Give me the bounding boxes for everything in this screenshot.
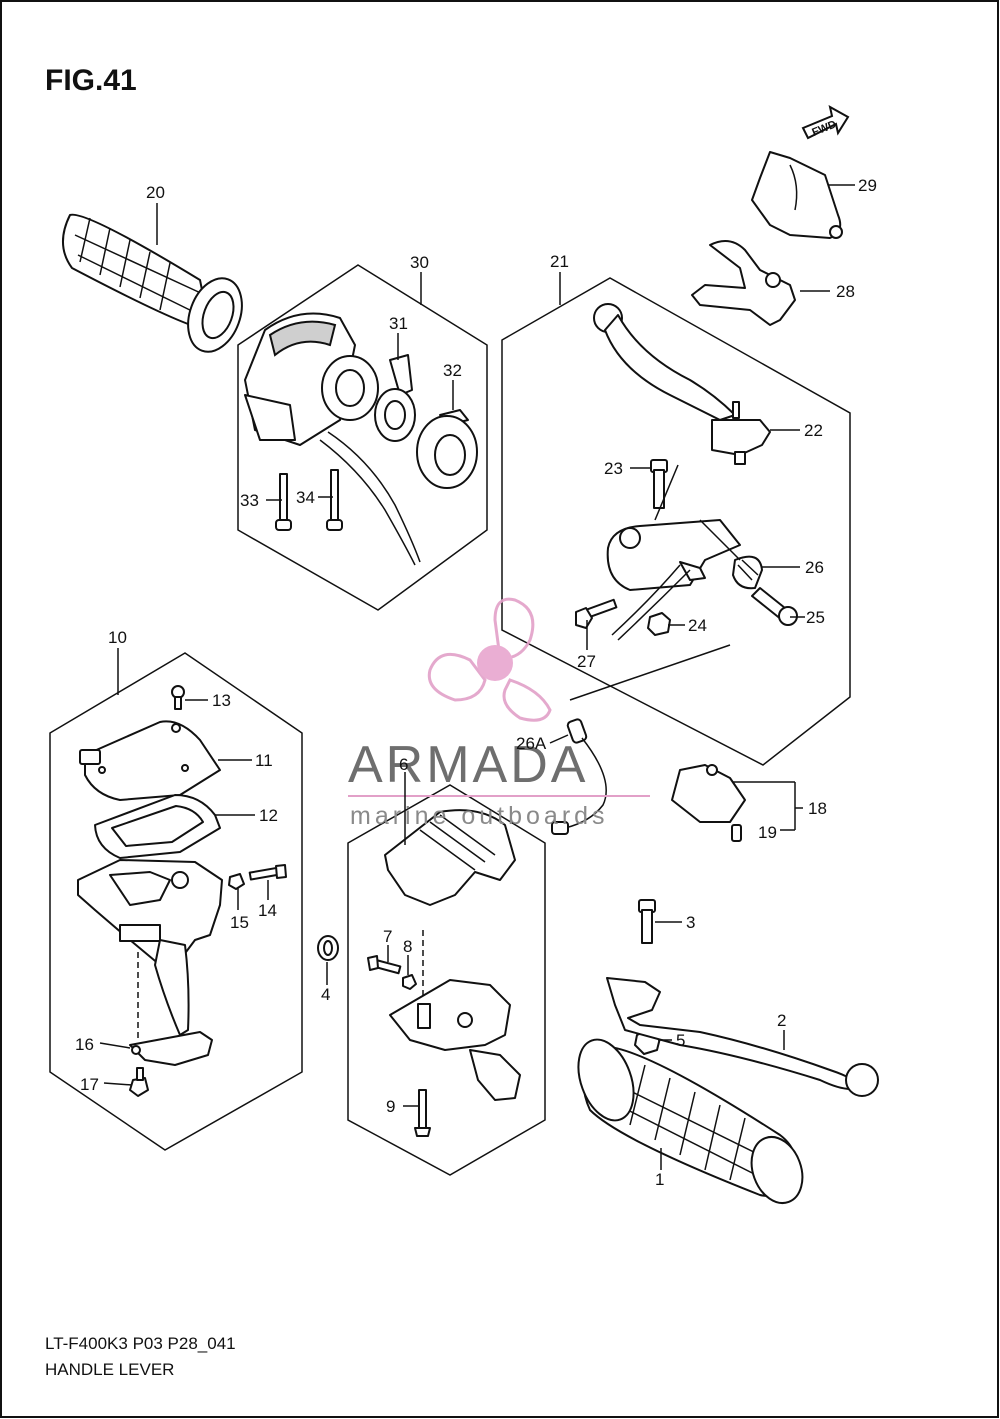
switch-collar-part [416,409,478,489]
callout-4: 4 [321,985,330,1004]
callout-23: 23 [604,459,623,478]
screw-33-part [275,473,292,531]
handlebar-switch-part [244,312,421,566]
callout-18: 18 [808,799,827,818]
bolt-27-part [575,598,618,629]
switch-assembly-box-30 [237,264,488,611]
watermark-brand: ARMADA [348,736,588,794]
callout-28: 28 [836,282,855,301]
callout-30: 30 [410,253,429,272]
armada-logo [427,597,552,722]
fwd-label: FWD [810,118,838,139]
callout-5: 5 [676,1031,685,1050]
callout-7: 7 [383,927,392,946]
housing-10-part [77,859,223,1036]
callout-9: 9 [386,1097,395,1116]
callout-31: 31 [389,314,408,333]
cover-11-part [79,720,221,801]
cable-adjuster-part [611,564,691,641]
switch-18-part [671,764,746,823]
grip-left-part [62,213,243,353]
connector-26a-part [551,718,607,835]
screw-19-part [731,824,742,842]
callout-12: 12 [259,806,278,825]
brake-lever-part [593,303,736,421]
callout-22: 22 [804,421,823,440]
brake-lever-box-21 [501,277,851,766]
callout-2: 2 [777,1011,786,1030]
screw-14-part [248,864,287,881]
leader-lines [99,184,855,1170]
forward-arrow-icon: FWD [801,105,850,140]
callout-27: 27 [577,652,596,671]
callout-15: 15 [230,913,249,932]
callout-6: 6 [399,755,408,774]
lower-case-part [389,979,521,1101]
gasket-12-part [94,794,221,859]
bracket-28-part [691,240,796,326]
callout-17: 17 [80,1075,99,1094]
lever-bracket-part [711,401,771,465]
callout-20: 20 [146,183,165,202]
washer-15-part [228,873,245,890]
switch-26-part [732,555,763,590]
screw-17-part [129,1067,149,1097]
lever-2-part [606,977,879,1097]
throttle-housing-box-10 [49,652,303,1151]
callout-26: 26 [805,558,824,577]
screw-13-part [171,685,185,710]
brake-lever-holder-part [606,519,741,591]
screw-9-part [414,1089,431,1137]
callout-32: 32 [443,361,462,380]
callout-26a: 26A [516,734,547,753]
callout-34: 34 [296,488,315,507]
callout-labels: 1 2 3 4 5 6 7 8 9 10 11 12 13 14 15 16 1… [75,176,877,1189]
callout-11: 11 [255,751,273,770]
callout-33: 33 [240,491,259,510]
callout-16: 16 [75,1035,94,1054]
callout-3: 3 [686,913,695,932]
grip-right-part [577,1038,804,1204]
callout-10: 10 [108,628,127,647]
screw-25-part [751,587,798,626]
screw-7-part [367,955,402,975]
callout-13: 13 [212,691,231,710]
screw-34-part [326,469,343,531]
callout-8: 8 [403,937,412,956]
watermark-tagline: marine outboards [350,802,609,830]
pivot-bolt-3-part [638,899,656,944]
switch-housing-box-6 [347,784,546,1176]
callout-1: 1 [655,1170,664,1189]
diagram-caption: HANDLE LEVER [45,1360,174,1379]
figure-title: FIG.41 [45,64,137,97]
callout-25: 25 [806,608,825,627]
upper-case-part [384,809,516,906]
ring-4-part [317,935,339,961]
diagram-code: LT-F400K3 P03 P28_041 [45,1334,236,1353]
callout-19: 19 [758,823,777,842]
plate-16-part [129,1031,213,1066]
lever-guard-29-part [751,151,843,239]
pivot-bolt-23-part [650,459,668,509]
callout-24: 24 [688,616,707,635]
nut-24-part [647,612,671,636]
nut-8-part [402,974,417,990]
switch-lever-part [374,354,416,442]
callout-21: 21 [550,252,569,271]
callout-29: 29 [858,176,877,195]
callout-14: 14 [258,901,277,920]
